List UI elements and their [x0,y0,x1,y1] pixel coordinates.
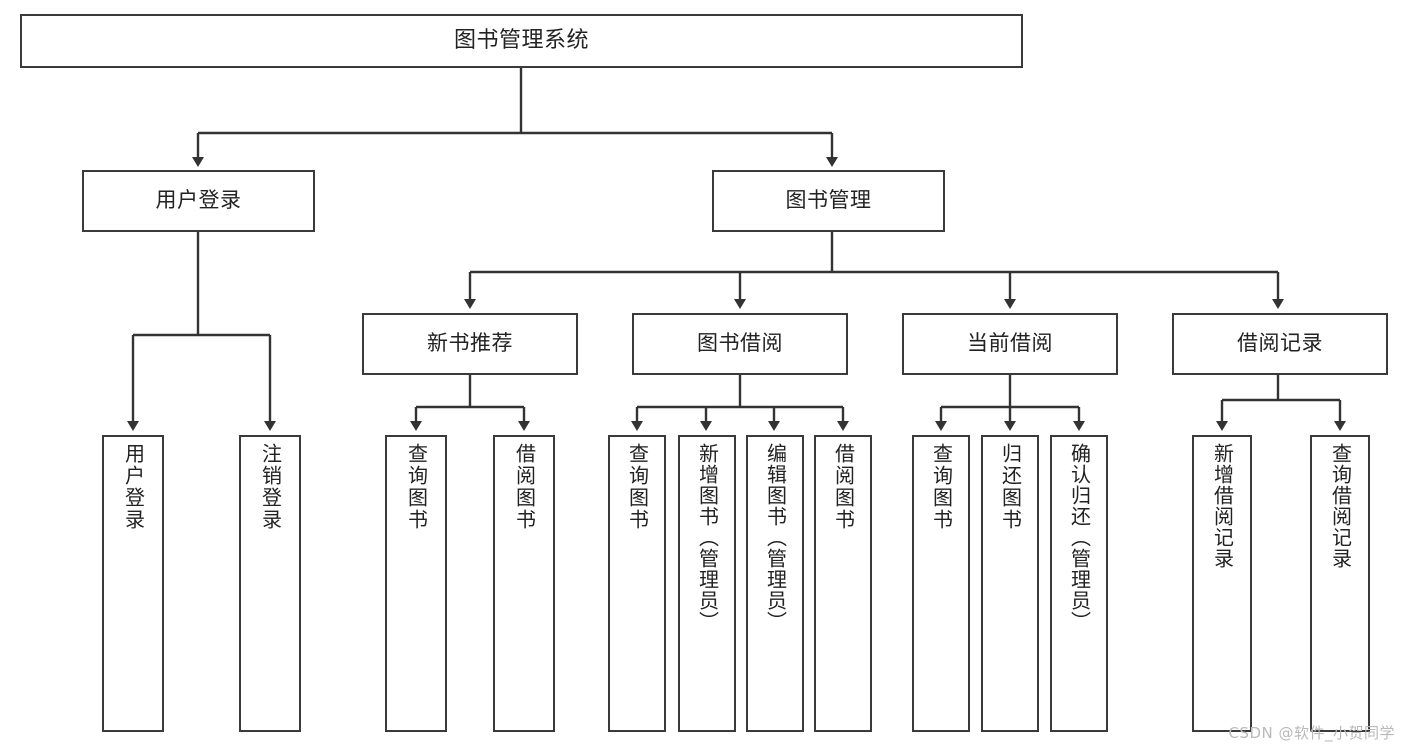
node-leaf-query-book-2[interactable]: 查询图书 [608,435,666,732]
node-leaf-add-book[interactable]: 新增图书（管理员） [678,435,736,732]
node-leaf-borrow-book-1-label: 借阅图书 [512,443,537,531]
node-leaf-confirm-return-label: 确认归还（管理员） [1067,443,1092,632]
node-leaf-query-book-1-label: 查询图书 [404,443,429,531]
node-leaf-add-record[interactable]: 新增借阅记录 [1192,435,1252,732]
node-book-manage-label: 图书管理 [785,188,872,213]
node-leaf-add-record-label: 新增借阅记录 [1210,443,1235,569]
node-root[interactable]: 图书管理系统 [20,14,1023,68]
node-user-login-label: 用户登录 [155,188,242,213]
node-leaf-query-book-3[interactable]: 查询图书 [912,435,970,732]
node-leaf-query-record-label: 查询借阅记录 [1328,443,1353,569]
node-new-book-rec-label: 新书推荐 [427,331,513,356]
node-leaf-borrow-book-2[interactable]: 借阅图书 [814,435,872,732]
node-root-label: 图书管理系统 [453,27,589,53]
node-leaf-logout-label: 注销登录 [258,443,283,531]
node-leaf-return-book[interactable]: 归还图书 [981,435,1039,732]
node-book-borrow-label: 图书借阅 [697,331,783,356]
node-leaf-query-book-2-label: 查询图书 [625,443,650,531]
node-user-login[interactable]: 用户登录 [82,170,315,232]
node-leaf-return-book-label: 归还图书 [998,443,1023,531]
node-leaf-confirm-return[interactable]: 确认归还（管理员） [1050,435,1108,732]
node-book-manage[interactable]: 图书管理 [712,170,945,232]
node-book-borrow[interactable]: 图书借阅 [632,313,848,375]
node-borrow-record-label: 借阅记录 [1237,331,1323,356]
node-borrow-record[interactable]: 借阅记录 [1172,313,1388,375]
node-leaf-query-book-1[interactable]: 查询图书 [385,435,447,732]
node-leaf-query-book-3-label: 查询图书 [929,443,954,531]
node-leaf-borrow-book-2-label: 借阅图书 [831,443,856,531]
node-leaf-user-login[interactable]: 用户登录 [102,435,164,732]
node-leaf-query-record[interactable]: 查询借阅记录 [1310,435,1370,732]
node-leaf-add-book-label: 新增图书（管理员） [695,443,720,632]
node-current-borrow[interactable]: 当前借阅 [902,313,1118,375]
node-leaf-edit-book-label: 编辑图书（管理员） [763,443,788,632]
csdn-watermark: CSDN @软件_小贺同学 [1228,724,1395,742]
node-leaf-user-login-label: 用户登录 [121,443,146,531]
node-leaf-logout[interactable]: 注销登录 [239,435,301,732]
node-leaf-borrow-book-1[interactable]: 借阅图书 [493,435,555,732]
node-leaf-edit-book[interactable]: 编辑图书（管理员） [746,435,804,732]
node-current-borrow-label: 当前借阅 [967,331,1053,356]
node-new-book-rec[interactable]: 新书推荐 [362,313,578,375]
